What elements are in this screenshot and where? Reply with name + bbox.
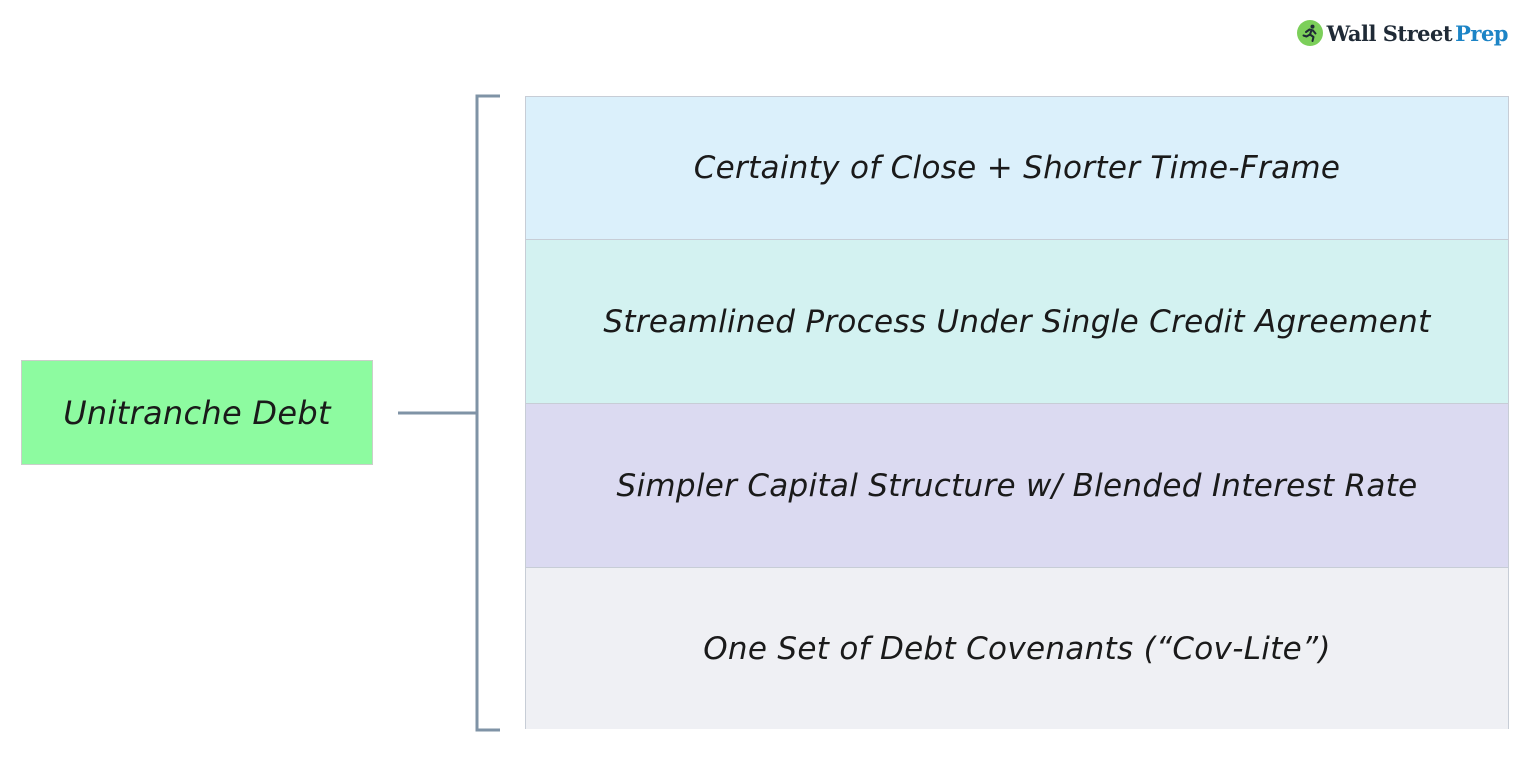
logo-word-main: Wall Street — [1326, 20, 1453, 46]
runner-icon — [1296, 20, 1323, 46]
branch-streamlined-process: Streamlined Process Under Single Credit … — [526, 239, 1508, 403]
root-node: Unitranche Debt — [21, 360, 373, 465]
branch-list: Certainty of Close + Shorter Time-Frame … — [525, 96, 1509, 729]
logo-word-accent: Prep — [1455, 20, 1508, 46]
branch-certainty-of-close: Certainty of Close + Shorter Time-Frame — [526, 97, 1508, 239]
branch-label: Simpler Capital Structure w/ Blended Int… — [616, 467, 1418, 504]
branch-bracket — [475, 94, 500, 732]
branch-simpler-capital-structure: Simpler Capital Structure w/ Blended Int… — [526, 403, 1508, 567]
branch-label: Streamlined Process Under Single Credit … — [603, 303, 1431, 340]
branch-debt-covenants: One Set of Debt Covenants (“Cov-Lite”) — [526, 567, 1508, 729]
root-node-label: Unitranche Debt — [63, 393, 331, 432]
branch-label: One Set of Debt Covenants (“Cov-Lite”) — [703, 630, 1331, 667]
branch-label: Certainty of Close + Shorter Time-Frame — [693, 150, 1341, 186]
